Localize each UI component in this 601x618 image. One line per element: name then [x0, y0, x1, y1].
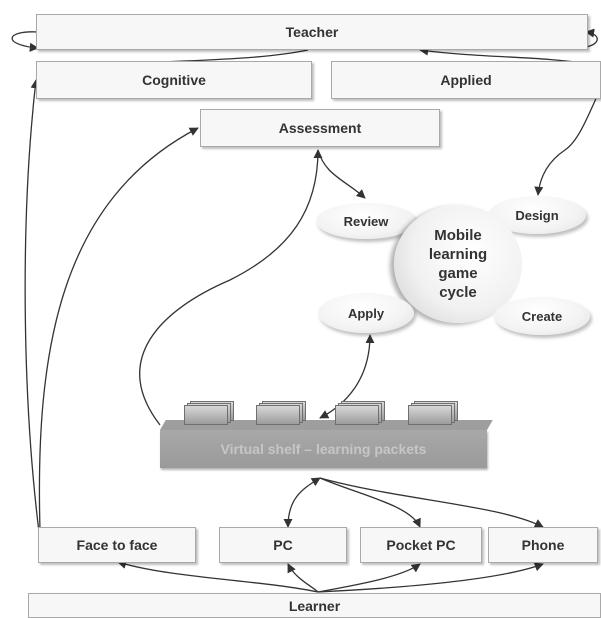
shelf-label: Virtual shelf – learning packets — [160, 430, 487, 468]
phone-box: Phone — [488, 527, 598, 563]
arrow-learner-to-phone — [317, 562, 544, 593]
arrow-teacher-right-loop — [585, 28, 598, 48]
review-oval: Review — [316, 203, 416, 239]
learning-packet-icon — [184, 401, 236, 427]
arrow-shelf-to-phone — [319, 477, 544, 528]
apply-oval: Apply — [318, 293, 414, 333]
arrow-face-to-cognitive — [24, 79, 41, 541]
applied-box: Applied — [331, 61, 601, 99]
arrow-shelf-to-pc — [283, 477, 321, 528]
arrow-shelf-to-assessment — [139, 149, 323, 426]
learning-packet-icon — [256, 401, 308, 427]
arrow-learner-to-pc — [287, 563, 319, 593]
arrow-teacher-left-loop — [11, 31, 39, 52]
arrow-applied-to-design — [534, 87, 601, 196]
cycle-center-circle: Mobile learning game cycle — [394, 205, 522, 323]
pc-box: PC — [219, 527, 347, 563]
arrow-shelf-apply — [319, 334, 375, 419]
assessment-box: Assessment — [200, 109, 440, 147]
arrow-learner-to-face — [117, 560, 319, 593]
cognitive-box: Cognitive — [36, 61, 312, 99]
arrow-shelf-to-pocketpc — [319, 477, 421, 528]
teacher-box: Teacher — [36, 14, 588, 50]
learning-packet-icon — [335, 401, 387, 427]
learner-box: Learner — [28, 593, 601, 618]
learning-packet-icon — [408, 401, 460, 427]
pocket-pc-box: Pocket PC — [360, 527, 482, 563]
arrow-face-to-assessment — [38, 127, 199, 531]
create-oval: Create — [494, 297, 590, 335]
arrow-assessment-to-review — [317, 149, 366, 199]
arrow-learner-to-pocketpc — [317, 563, 421, 593]
face-to-face-box: Face to face — [38, 527, 196, 563]
